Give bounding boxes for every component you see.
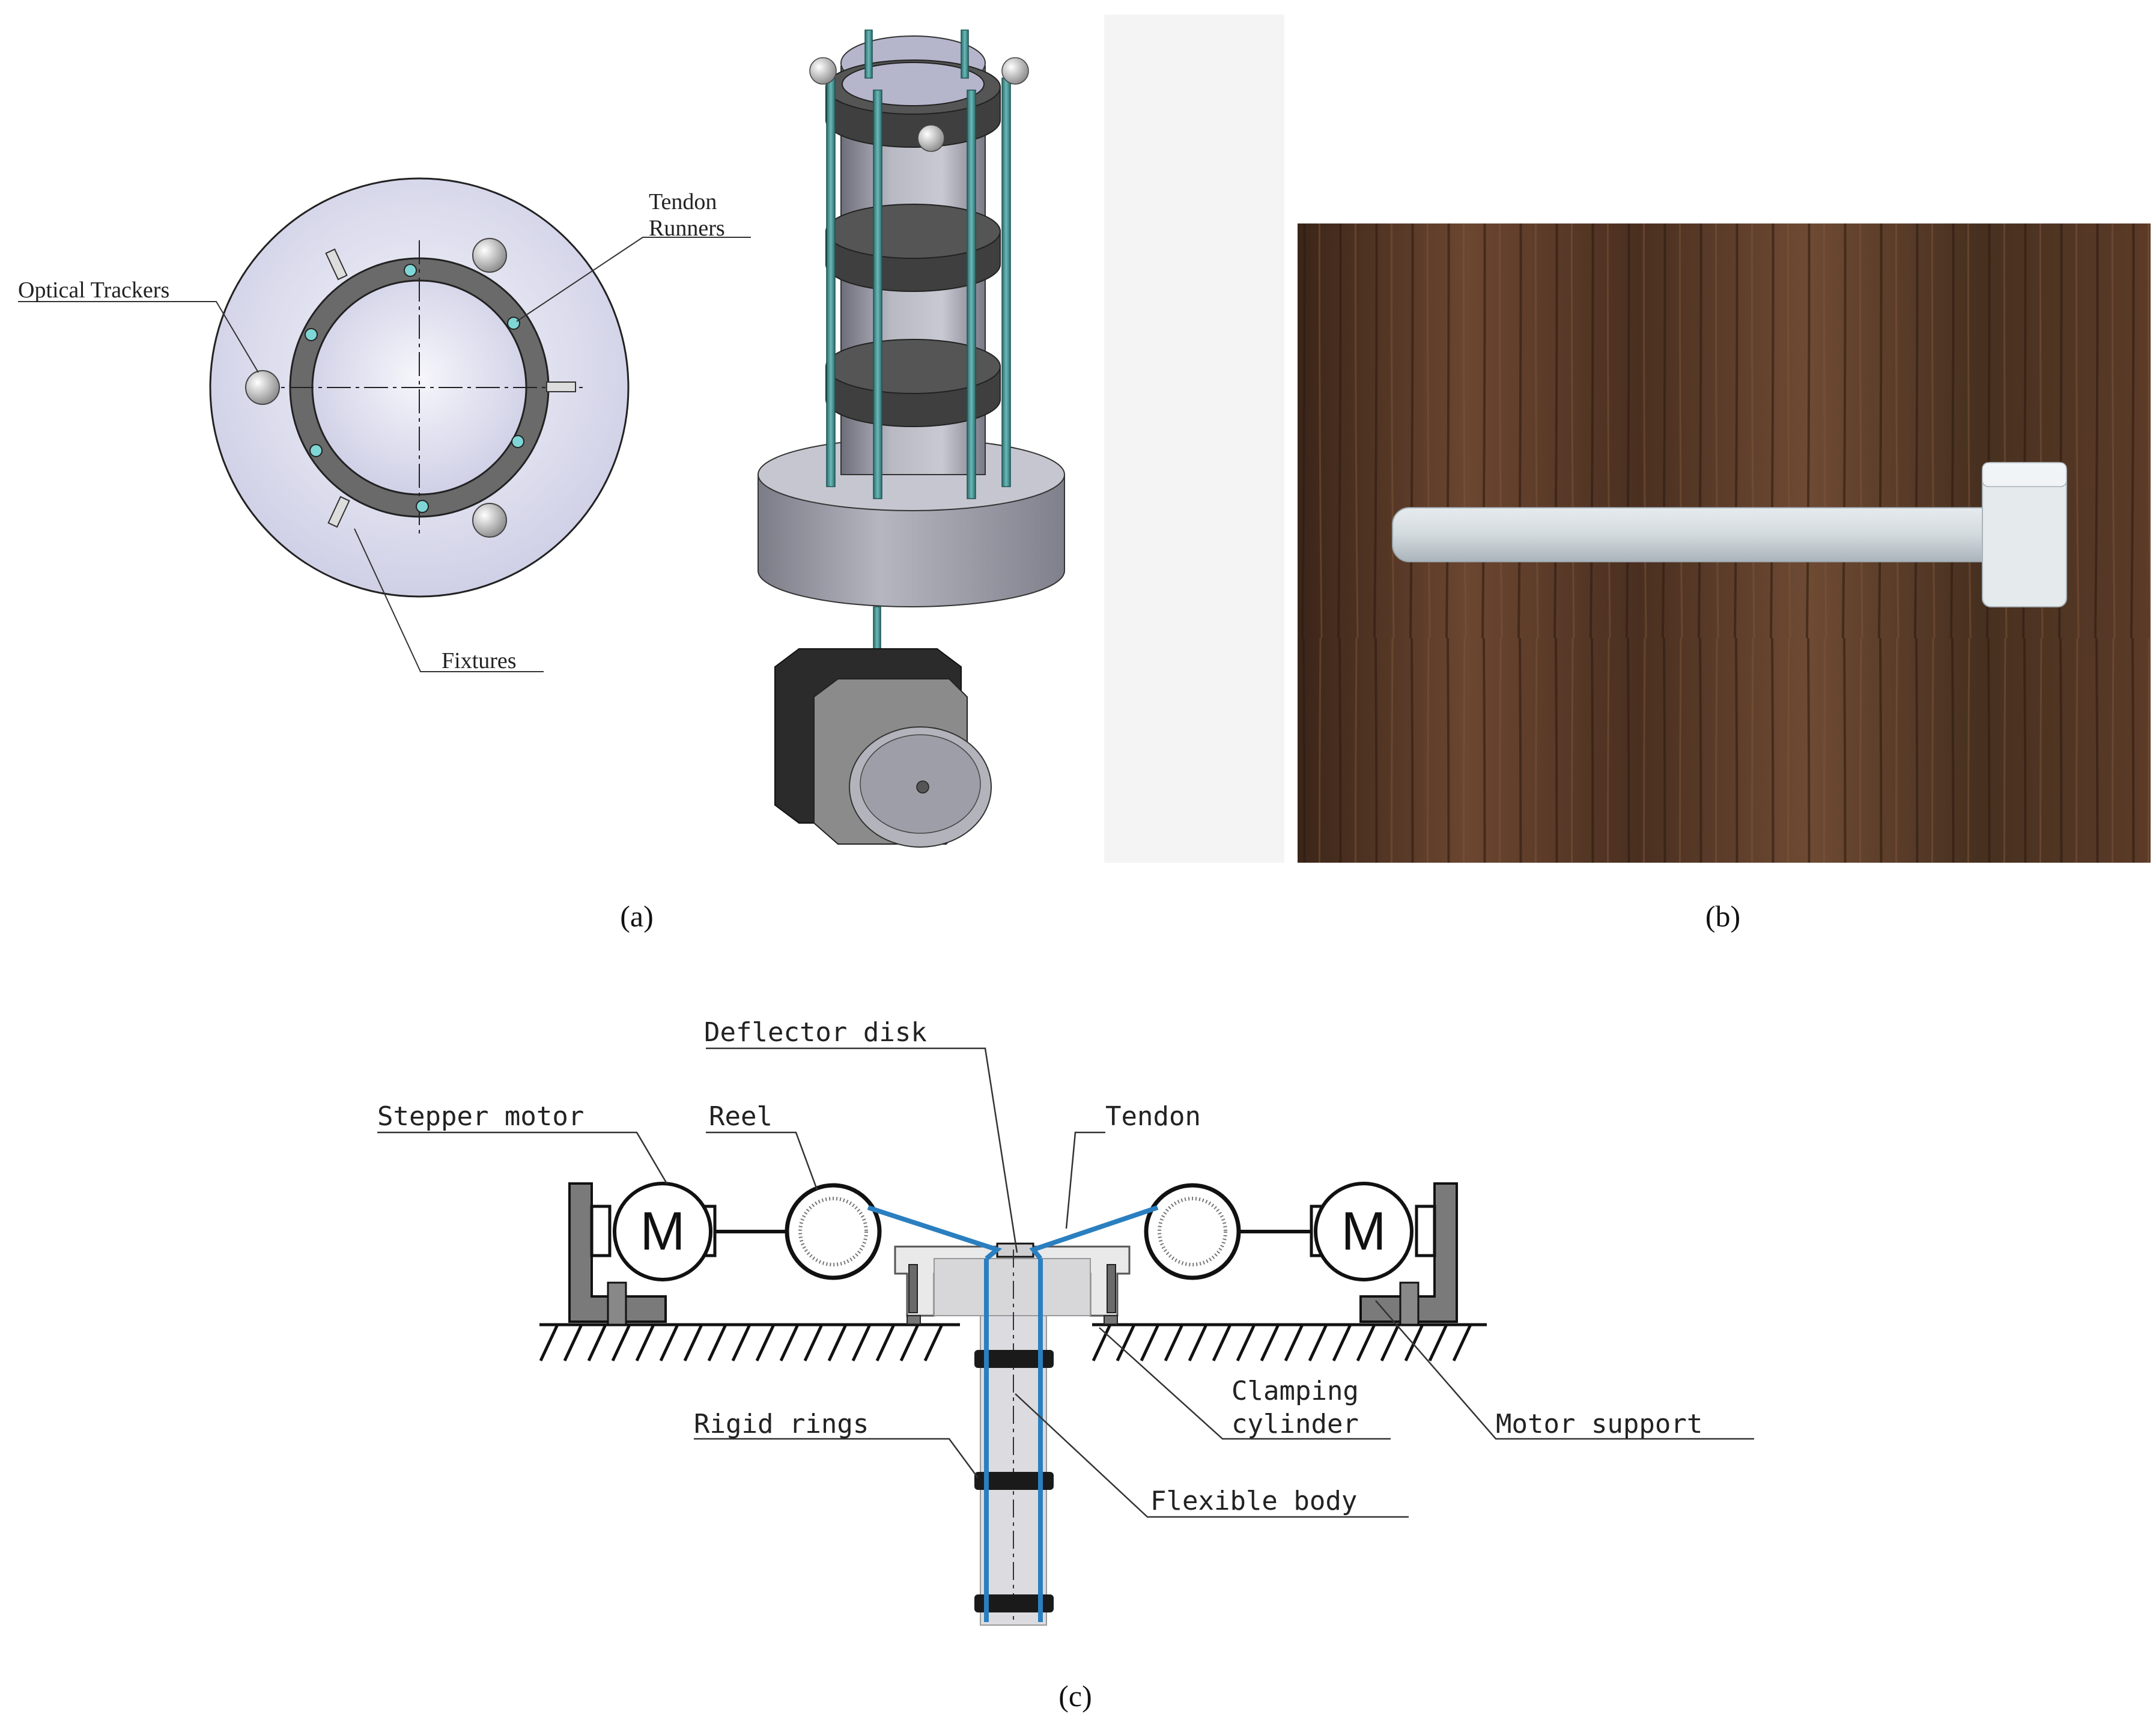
- stepper-motor-left: M: [590, 1182, 717, 1281]
- caption-b: (b): [1705, 899, 1740, 933]
- label-stepper-motor: Stepper motor: [377, 1101, 584, 1132]
- label-tendon-runners-2: Runners: [649, 216, 725, 241]
- tendon-runner: [511, 435, 524, 448]
- tendon-runner: [305, 328, 318, 341]
- cad-tendon-rods: [826, 29, 1011, 499]
- cad-rings: [825, 59, 1001, 427]
- reel-left: [785, 1183, 882, 1280]
- label-tendon-runners-1: Tendon: [649, 189, 717, 214]
- hatch-line: [1164, 1323, 1184, 1362]
- hatch-line: [1188, 1323, 1208, 1362]
- reel-right: [1144, 1183, 1241, 1280]
- hatch-line: [851, 1323, 872, 1362]
- label-fixtures: Fixtures: [442, 648, 517, 673]
- optical-tracker: [245, 370, 280, 405]
- motor-letter-right: M: [1341, 1202, 1386, 1262]
- deflector-disk: [934, 1258, 1091, 1316]
- top-view-drawing: [209, 177, 630, 598]
- label-optical-trackers: Optical Trackers: [18, 278, 169, 303]
- hatch-line: [1332, 1323, 1352, 1362]
- hatch-line: [707, 1323, 727, 1362]
- hatch-line: [1404, 1323, 1424, 1362]
- tendon-runner: [507, 317, 520, 330]
- hatch-line: [1356, 1323, 1376, 1362]
- label-clamping-2: cylinder: [1231, 1409, 1359, 1439]
- fixture: [546, 381, 576, 392]
- caption-a: (a): [620, 899, 654, 933]
- label-tendon: Tendon: [1105, 1101, 1201, 1132]
- hatch-line: [731, 1323, 752, 1362]
- motor-letter-left: M: [640, 1202, 685, 1262]
- caption-c: (c): [1058, 1679, 1092, 1713]
- tendon-runner: [404, 264, 417, 277]
- hatch-line: [659, 1323, 679, 1362]
- cad-tracker-sphere: [1001, 57, 1029, 85]
- fixture: [325, 248, 348, 281]
- cad-tracker-sphere: [917, 124, 945, 152]
- hatch-line: [1452, 1323, 1472, 1362]
- label-reel: Reel: [709, 1101, 773, 1132]
- tendon-runner: [416, 500, 429, 513]
- label-flexible-body: Flexible body: [1150, 1486, 1357, 1516]
- specimen-head-top: [1982, 462, 2067, 487]
- hatch-line: [899, 1323, 920, 1362]
- optical-tracker: [472, 238, 507, 273]
- hatch-line: [635, 1323, 655, 1362]
- stepper-motor-right: M: [1310, 1182, 1436, 1281]
- hatch-line: [923, 1323, 944, 1362]
- hatch-line: [1260, 1323, 1280, 1362]
- printed-specimen: [1392, 462, 2067, 607]
- hatch-line: [755, 1323, 776, 1362]
- panel-c: M M: [377, 1017, 1754, 1713]
- cad-model: [758, 29, 1065, 848]
- hatch-line: [1140, 1323, 1160, 1362]
- hatch-line: [683, 1323, 703, 1362]
- hatch-line: [1236, 1323, 1256, 1362]
- hatch-line: [587, 1323, 607, 1362]
- hatch-line: [611, 1323, 631, 1362]
- hatch-line: [779, 1323, 800, 1362]
- panel-a: Optical Trackers Tendon Runners Fixtures: [18, 29, 1065, 933]
- hatch-line: [563, 1323, 583, 1362]
- label-rigid-rings: Rigid rings: [694, 1409, 869, 1439]
- tendons: [867, 1205, 1159, 1622]
- hatch-line: [875, 1323, 896, 1362]
- cad-stepper-motor: [774, 648, 992, 848]
- leaders-c: [377, 1047, 1754, 1518]
- hatch-line: [803, 1323, 824, 1362]
- hatch-line: [1308, 1323, 1328, 1362]
- leaders-a: [18, 237, 751, 672]
- hatch-line: [1092, 1323, 1112, 1362]
- cad-tracker-sphere: [809, 57, 837, 85]
- hatch-line: [827, 1323, 848, 1362]
- cad-base-side: [758, 474, 1065, 607]
- fixture: [327, 496, 350, 528]
- rigid-rings: [974, 1350, 1054, 1612]
- optical-tracker: [472, 503, 507, 538]
- motor-support-left: [568, 1182, 667, 1326]
- hatch-line: [1380, 1323, 1400, 1362]
- label-deflector-disk: Deflector disk: [704, 1017, 927, 1048]
- ground-hatching-left: [539, 1323, 944, 1362]
- ground-hatching-right: [1092, 1323, 1472, 1362]
- grey-strip: [1104, 14, 1284, 863]
- panel-b: (b): [1104, 14, 2151, 933]
- label-clamping-1: Clamping: [1231, 1376, 1359, 1406]
- tendon-dashed-in-disk: [984, 1259, 1043, 1316]
- hatch-line: [1284, 1323, 1304, 1362]
- specimen-rod: [1392, 507, 2000, 562]
- tendon-runner: [309, 444, 323, 457]
- hatch-line: [1428, 1323, 1448, 1362]
- hatch-line: [1116, 1323, 1136, 1362]
- hatch-line: [539, 1323, 559, 1362]
- label-motor-support: Motor support: [1496, 1409, 1702, 1439]
- hatch-line: [1212, 1323, 1232, 1362]
- motor-support-right: [1359, 1182, 1458, 1326]
